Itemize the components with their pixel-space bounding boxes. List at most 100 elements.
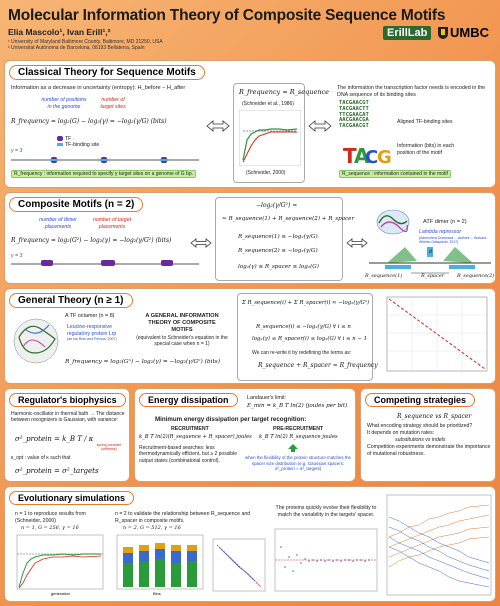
affiliation-2: ² Universitat Autònoma de Barcelona, 081…: [8, 45, 145, 51]
right-intro: The information the transcription factor…: [337, 85, 486, 98]
site-legend-label: TF-binding site: [65, 142, 100, 148]
poster-title: Molecular Information Theory of Composit…: [8, 7, 446, 24]
label-positions: number of positions in the genome: [41, 97, 87, 110]
composite-equations-box: −log₂(γ/G²) ≈ ≈ R_sequence(1) + R_sequen…: [215, 197, 354, 281]
composite-gamma-label: γ = 3: [11, 253, 23, 259]
general-equation: R_frequency = log₂(Gⁿ) − log₂(γ) = −log₂…: [65, 359, 221, 365]
composite-equation: R_frequency = log₂(G²) − log₂(γ) = −log₂…: [11, 237, 172, 244]
general-theory-plot: [386, 296, 488, 372]
umbc-logo: UMBC: [438, 25, 489, 40]
aligned-site: TACGAACTT: [339, 105, 369, 112]
double-arrow-composite-right-icon: [346, 238, 368, 248]
general-equations-box: Σ R_sequence(i) + Σ R_spacer(i) ≈ −log₂(…: [237, 293, 378, 381]
competing-q4: Competition experiments demonstrate the …: [367, 444, 491, 457]
sequence-note-text: R_sequence : information contained in th…: [339, 170, 451, 178]
evolution-right-note: The proteins quickly evolve their flexib…: [275, 505, 377, 518]
affiliation-1: ¹ University of Maryland Baltimore Count…: [8, 39, 163, 45]
competing-q2: It depends on mutation rates:: [367, 430, 435, 436]
aligned-site: TACGAACGT: [339, 123, 369, 130]
site-legend-icon: [57, 143, 63, 146]
genome-diagram: [11, 157, 199, 163]
erill-lab-logo: ErillLab: [383, 26, 432, 40]
evolution-plot-2: Bins: [116, 534, 204, 596]
competition-plot: [386, 494, 492, 596]
recruitment-label: RECRUITMENT: [171, 426, 209, 432]
aligned-site: TACGAACGT: [339, 100, 369, 106]
tf-legend-icon: [57, 136, 63, 141]
center-result-box: R_frequency ≈ R_sequence (Schneider et a…: [233, 83, 329, 183]
svg-text:G: G: [377, 147, 391, 167]
x-generation-label: generation: [51, 591, 70, 596]
composite-motifs-title: Composite Motifs (n = 2): [9, 197, 144, 212]
regulator-equation-2: σ²_protein = σ²_targets: [15, 467, 99, 475]
sequence-note: R_sequence : information contained in th…: [339, 170, 451, 178]
regulator-title: Regulator's biophysics: [9, 393, 126, 407]
label-target-placements: number of target placements: [92, 217, 132, 230]
pre-recruitment-note: when the flexibility of the protein stru…: [245, 455, 351, 471]
info-label: Information (bits) in each position of t…: [397, 143, 455, 156]
classical-equation: R_frequency = log₂(G) − log₂(γ) = −log₂(…: [11, 118, 167, 125]
bottom-label-spacer: R_spacer: [421, 273, 445, 279]
frequency-note: R_frequency : information required to sp…: [11, 170, 196, 178]
dimer-binding-diagram: [369, 247, 491, 274]
center-reference-2: (Schneider, 2000): [246, 170, 286, 176]
general-sum-equation: Σ R_sequence(i) + Σ R_spacer(i) ≈ −log₂(…: [242, 300, 370, 306]
competing-q1: What encoding strategy should be priorit…: [367, 423, 473, 429]
classical-theory-title: Classical Theory for Sequence Motifs: [9, 65, 205, 80]
competing-title: Competing strategies: [365, 393, 476, 407]
schneider-plot: [239, 110, 301, 166]
classical-theory-panel: Classical Theory for Sequence Motifs Inf…: [4, 60, 496, 188]
general-ineq2: log₂(γ) ≤ R_spacer(i) ≤ log₂(G) ∀ i ≤ n …: [252, 336, 368, 342]
recruitment-note: Recruitment-based searches: less thermod…: [139, 445, 237, 464]
kappa-opt-label: κ_opt : value of κ such that: [11, 455, 71, 461]
tf-legend-label: TF: [65, 136, 72, 142]
composite-eq5: log₂(γ) ≤ R_spacer ≤ log₂(G): [238, 264, 319, 270]
double-arrow-composite-icon: [190, 238, 212, 248]
evolution-n1-params: n = 1, G = 256, γ = 16: [21, 525, 79, 531]
leucine-label: Leucine-responsive regulatory protein Lr…: [67, 324, 117, 337]
atf-dimer-label: ATF dimer (n = 2): [423, 219, 467, 225]
general-ineq1: R_sequence(i) ≤ −log₂(γ/G) ∀ i ≤ n: [256, 324, 351, 330]
evolution-n1: n = 1 to reproduce results from (Schneid…: [15, 511, 86, 524]
gamma-label: γ = 3: [11, 148, 23, 154]
octamer-label: A TF octamer (n = 8): [65, 313, 115, 319]
aligned-site: AACGAACGA: [339, 117, 369, 124]
aligned-sites: TACGAACGT TACGAACTT TTCGAACAT AACGAACGA …: [339, 100, 369, 130]
svg-text:A: A: [354, 144, 370, 167]
competing-q3: substitutions vs indels: [395, 437, 446, 443]
up-arrow-icon: [288, 444, 298, 452]
general-heading-sub: (equivalent to Schneider's equation in t…: [136, 335, 228, 348]
center-reference: (Schneider et al., 1986): [242, 101, 294, 107]
energy-title: Energy dissipation: [139, 393, 238, 407]
regulator-panel: Regulator's biophysics Harmonic-oscillat…: [4, 388, 130, 482]
lambda-repressor-sub: (Adenovirus Dominans ... Authors ... Bur…: [419, 236, 488, 245]
min-energy-heading: Minimum energy dissipation per target re…: [155, 416, 307, 423]
spring-constant-label: spring constant (stiffness): [96, 443, 122, 452]
classical-intro: Information as a decrease in uncertainty…: [11, 85, 186, 91]
general-rewrite: We can re-write it by redefining the ter…: [252, 350, 352, 356]
energy-panel: Energy dissipation Landauer's limit: E_m…: [134, 388, 356, 482]
protein-structure-icon: [376, 209, 410, 235]
general-theory-title: General Theory (n ≥ 1): [9, 293, 133, 308]
double-arrow-right-icon: [308, 120, 332, 132]
recruitment-equation: k_B T ln(2)(R_sequence + R_spacer) joule…: [139, 434, 252, 440]
composite-eq4: R_sequence(2) ≤ −log₂(γ/G): [238, 248, 318, 254]
regulator-body: Harmonic-oscillator in thermal bath → Th…: [11, 411, 125, 424]
umbc-logo-text: UMBC: [450, 25, 489, 40]
evolution-plot-3: [212, 538, 266, 592]
general-theory-panel: General Theory (n ≥ 1) A TF octamer (n =…: [4, 288, 496, 384]
composite-eq2: ≈ R_sequence(1) + R_sequence(2) + R_spac…: [222, 216, 355, 222]
lambda-repressor-label: Lambda repressor: [419, 229, 462, 235]
evolution-n2: n = 2 to validate the relationship betwe…: [115, 511, 251, 524]
evolution-panel: Evolutionary simulations n = 1 to reprod…: [4, 486, 496, 602]
x-bins-label: Bins: [153, 591, 161, 596]
landauer-label: Landauer's limit:: [247, 395, 287, 401]
regulator-equation: σ²_protein = k_B T / κ: [15, 435, 94, 443]
svg-text:C: C: [365, 147, 378, 167]
composite-eq3: R_sequence(1) ≤ −log₂(γ/G): [238, 234, 318, 240]
double-arrow-left-icon: [206, 120, 230, 132]
evolution-n2-params: n = 2, G = 512, γ = 16: [123, 525, 181, 531]
sequence-logo: T A C G: [343, 144, 391, 167]
svg-text:T: T: [343, 144, 357, 167]
leucine-sub: (de los Rios and Perona, 2007): [67, 337, 117, 341]
